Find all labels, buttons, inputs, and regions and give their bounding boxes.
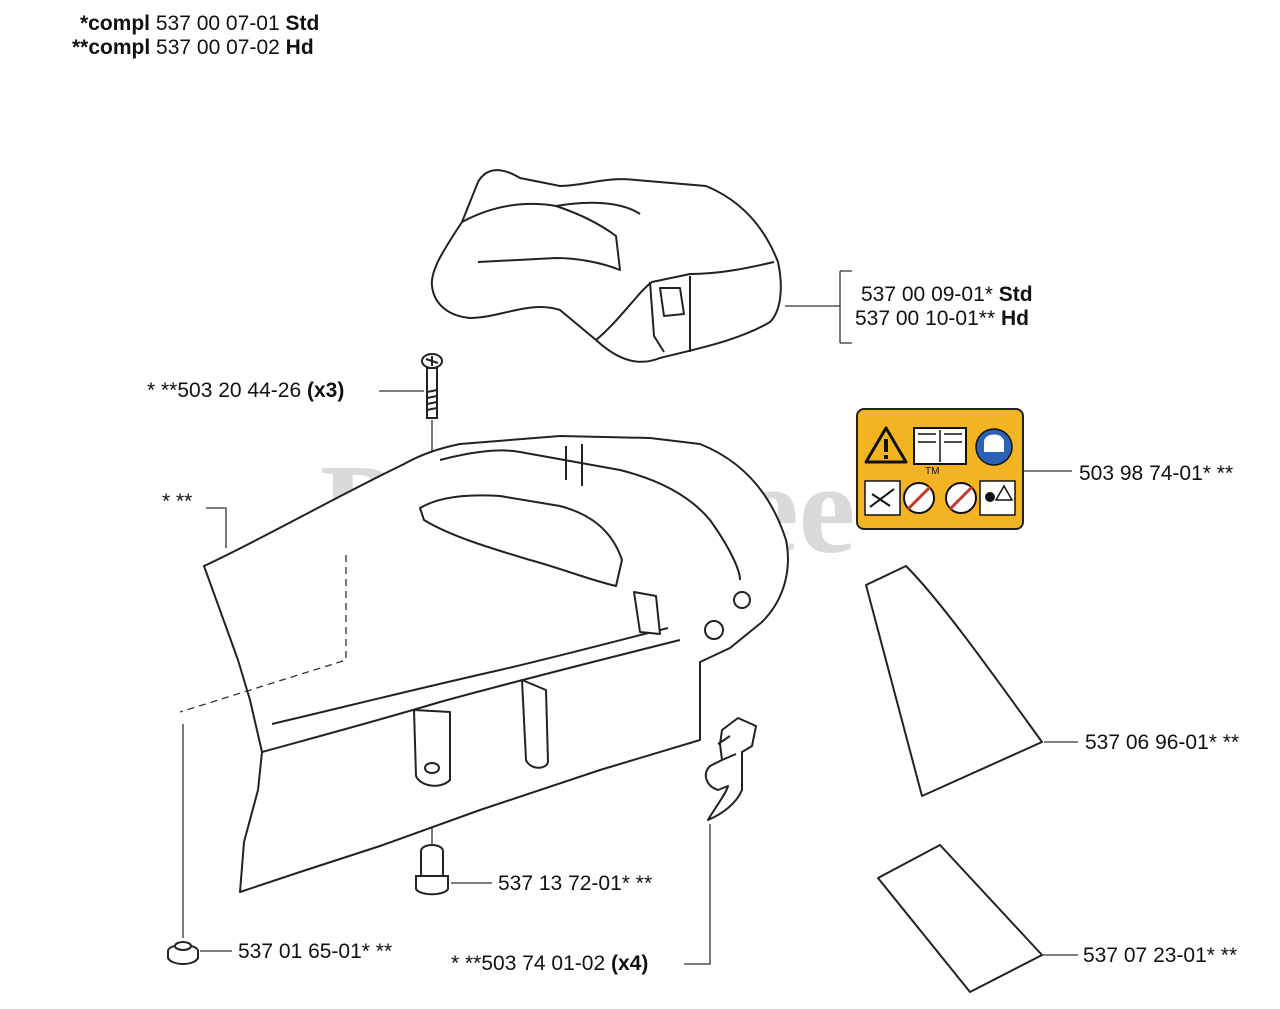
cover-body-mark: * ** — [162, 490, 193, 513]
hidden-edge-line — [179, 555, 347, 713]
sleeve-part — [415, 830, 449, 896]
header-hd: **compl 537 00 07-02 Hd — [72, 36, 314, 60]
header-std-suffix: Std — [285, 12, 320, 35]
cover-body-part — [203, 435, 789, 893]
sheet-number: 537 07 23-01* ** — [1083, 944, 1238, 967]
decal-number: 503 98 74-01* ** — [1079, 462, 1234, 485]
decal-tm-text: TM — [925, 466, 939, 477]
header-hd-suffix: Hd — [285, 36, 314, 59]
header-std-number: 537 00 07-01 — [155, 12, 280, 35]
label-clip: * **503 74 01-02 (x4) — [451, 952, 648, 976]
clip-qty: (x4) — [610, 952, 649, 975]
grommet-part — [167, 941, 199, 965]
clip-number: * **503 74 01-02 — [451, 952, 606, 975]
filter-pad-number: 537 06 96-01* ** — [1085, 731, 1240, 754]
warning-decal-part: TM — [856, 408, 1024, 530]
label-grommet: 537 01 65-01* ** — [238, 940, 392, 964]
leader-lines — [200, 270, 1078, 965]
filter-pad-part — [865, 565, 1043, 797]
sleeve-number: 537 13 72-01* ** — [498, 872, 653, 895]
clip-part — [704, 717, 757, 821]
screw-part — [421, 353, 443, 419]
label-sheet: 537 07 23-01* ** — [1083, 944, 1237, 968]
top-cover-hd-number: 537 00 10-01** — [855, 307, 996, 330]
header-hd-number: 537 00 07-02 — [156, 36, 280, 59]
sheet-part — [877, 844, 1043, 993]
top-cover-part — [430, 169, 782, 363]
top-cover-hd-variant: Hd — [1000, 307, 1029, 330]
grommet-number: 537 01 65-01* ** — [238, 940, 393, 963]
label-sleeve: 537 13 72-01* ** — [498, 872, 652, 896]
label-top-cover-std: 537 00 09-01* Std — [861, 283, 1033, 307]
header-hd-prefix: **compl — [72, 36, 151, 59]
label-cover-body: * ** — [162, 490, 192, 514]
header-std-prefix: *compl — [80, 12, 151, 35]
screw-number: * **503 20 44-26 — [147, 379, 302, 402]
label-decal: 503 98 74-01* ** — [1079, 462, 1233, 486]
screw-qty: (x3) — [306, 379, 345, 402]
label-screw: * **503 20 44-26 (x3) — [147, 379, 344, 403]
label-top-cover-hd: 537 00 10-01** Hd — [855, 307, 1029, 331]
label-filter-pad: 537 06 96-01* ** — [1085, 731, 1239, 755]
top-cover-std-number: 537 00 09-01* — [861, 283, 993, 306]
header-std: *compl 537 00 07-01 Std — [80, 12, 319, 36]
top-cover-std-variant: Std — [998, 283, 1033, 306]
